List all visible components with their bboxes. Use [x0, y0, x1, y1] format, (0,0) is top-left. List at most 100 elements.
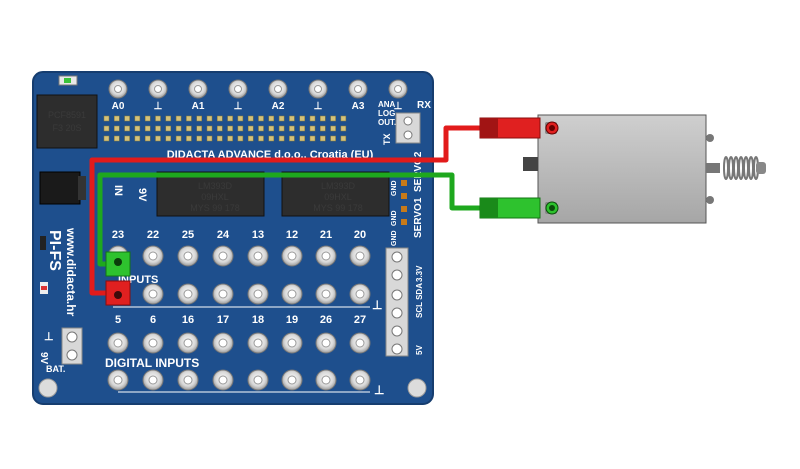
lm1-line2: 09HXL	[201, 192, 229, 202]
lm2-line1: LM393D	[321, 181, 356, 191]
header-pin	[175, 115, 182, 122]
input-pad-label: 18	[252, 314, 264, 326]
input-pad-label: 25	[182, 229, 194, 241]
header-pin	[206, 115, 213, 122]
analog-pad-hole	[314, 85, 322, 93]
input-pad-hole	[183, 251, 193, 261]
digital-pad-hole	[218, 375, 228, 385]
header-pin	[114, 135, 120, 142]
header-pin	[196, 115, 202, 122]
header-pin	[124, 115, 130, 122]
analog-pad-label: A2	[272, 101, 285, 112]
servo1-label: SERVO1	[413, 197, 424, 238]
header-pin	[320, 135, 326, 142]
header-pin	[330, 135, 336, 142]
input-pad-label: 26	[320, 314, 332, 326]
digital-pad-hole	[218, 338, 228, 348]
pcf8591-chip: PCF8591 F3 20S	[36, 94, 98, 149]
analog-pad-label: A3	[352, 101, 365, 112]
servo-gnd-2: GND	[391, 210, 398, 226]
input-pad-label: 6	[150, 314, 156, 326]
input-pad-hole	[253, 251, 263, 261]
header-pin	[165, 135, 172, 142]
input-pad-hole	[218, 251, 228, 261]
header-pin	[247, 125, 254, 132]
analog-pad-hole	[154, 85, 162, 93]
log-label: LOG	[378, 109, 395, 118]
header-pin	[114, 125, 120, 132]
header-pin	[217, 115, 223, 122]
red-connector-board	[105, 280, 131, 306]
input-pad-label: 24	[217, 229, 230, 241]
header-pin	[144, 135, 151, 142]
header-pin	[175, 135, 182, 142]
analog-pad-hole	[354, 85, 362, 93]
header-pin	[237, 135, 244, 142]
header-pin	[114, 115, 120, 122]
analog-gnd-last: ⊥	[394, 101, 403, 112]
bat-label: BAT.	[46, 364, 65, 374]
model-label: PI-FS	[46, 230, 63, 271]
input-pad-hole	[355, 251, 365, 261]
header-pin	[309, 135, 316, 142]
header-pin	[186, 135, 192, 142]
header-pin	[186, 125, 192, 132]
header-pin	[134, 125, 141, 132]
digital-pad-hole	[148, 338, 158, 348]
header-pin	[124, 125, 130, 132]
tx-label: TX	[382, 133, 392, 145]
header-pin	[165, 125, 172, 132]
rh-scl-sda: SCL SDA	[415, 283, 424, 318]
header-pin	[165, 115, 172, 122]
pi-fs-board: PCF8591 F3 20S A0⊥A1⊥A2⊥A3⊥ ANA LOG OUT.…	[32, 71, 434, 405]
solenoid-device	[523, 114, 766, 224]
header-pin	[175, 125, 182, 132]
digital-pad-hole	[287, 375, 297, 385]
digital-pad-hole	[321, 338, 331, 348]
header-pin	[103, 115, 110, 122]
servo-pins: GND SERVO2 GND SERVO1 GND	[391, 151, 424, 246]
header-pin	[340, 115, 347, 122]
header-pin	[247, 135, 254, 142]
input-pad-hole	[287, 251, 297, 261]
lm2-line2: 09HXL	[324, 192, 352, 202]
header-pin	[299, 115, 305, 122]
lm1-line3: MYS 99 178	[190, 203, 240, 213]
gnd-symbol-inputs: ⊥	[372, 298, 382, 312]
servo-gnd-1: GND	[391, 180, 398, 196]
input-pad-hole	[148, 289, 158, 299]
ana-label: ANA	[378, 100, 396, 109]
red-wire	[89, 125, 482, 296]
header-pin	[289, 115, 295, 122]
out-label: OUT.	[378, 118, 396, 127]
header-pin	[196, 125, 202, 132]
input-pad-label: 5	[115, 314, 121, 326]
green-connector-device	[479, 197, 559, 219]
rh-5v: 5V	[415, 345, 424, 355]
analog-pad-hole	[234, 85, 242, 93]
servo2-label: SERVO2	[413, 151, 424, 192]
input-pad-label: 20	[354, 229, 366, 241]
digital-pad-hole	[287, 338, 297, 348]
header-pin	[134, 115, 141, 122]
header-pin	[144, 115, 151, 122]
bat-gnd-symbol: ⊥	[44, 331, 54, 343]
input-pad-label: 13	[252, 229, 264, 241]
analog-pad-hole	[274, 85, 282, 93]
input-pad-hole	[287, 289, 297, 299]
digital-pad-hole	[355, 338, 365, 348]
in-9v-label: 9V	[136, 188, 148, 202]
battery-connector: ⊥ 9V BAT.	[38, 327, 83, 374]
gnd-symbol-bottom: ⊥	[374, 383, 384, 397]
header-pin	[217, 125, 223, 132]
header-pin	[320, 125, 326, 132]
input-pad-label: 23	[112, 229, 124, 241]
header-pin	[206, 135, 213, 142]
header-pin	[278, 115, 285, 122]
analog-pad-label: A1	[192, 101, 205, 112]
input-pad-hole	[321, 289, 331, 299]
header-pin	[227, 125, 233, 132]
lm393-chip-2: LM393D 09HXL MYS 99 178	[281, 171, 390, 217]
digital-pad-hole	[113, 338, 123, 348]
